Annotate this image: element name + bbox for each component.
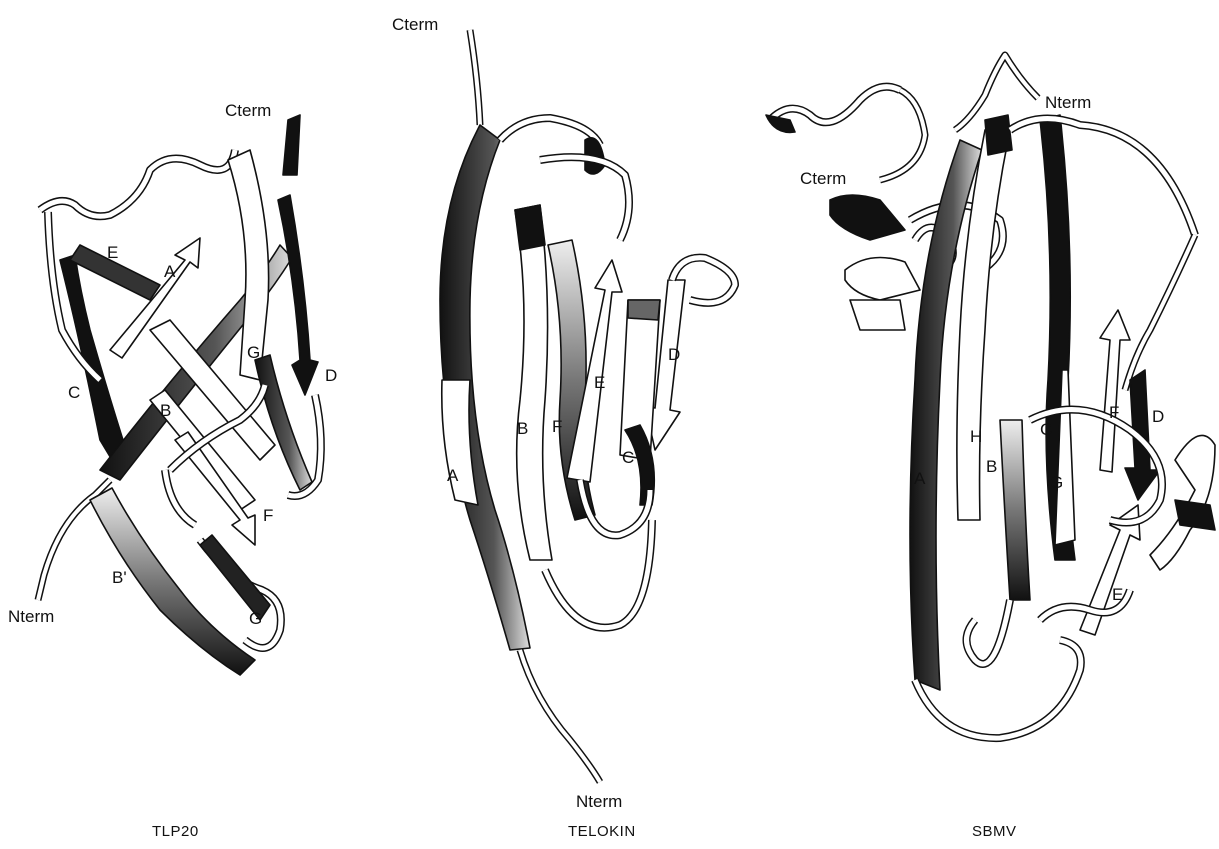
sbmv-strand-b [1000,420,1030,600]
sbmv-strand-e-label: E [1112,586,1123,603]
tlp20-cterm-label: Cterm [225,102,271,119]
tlp20-strand-c [60,255,130,470]
sbmv-strand-f-label: F [1109,404,1119,421]
tlp20-strand-b-label: B [160,402,171,419]
sbmv-strand-a-label: A [914,470,925,487]
sbmv-strand-d-label: D [1152,408,1164,425]
sbmv-strand-g-label: G [1050,474,1063,491]
telokin-strand-d-label: D [668,346,680,363]
telokin-title: TELOKIN [568,824,636,839]
sbmv-cterm-label: Cterm [800,170,846,187]
tlp20-strand-g-upper-label: G [247,344,260,361]
tlp20-title: TLP20 [152,824,199,839]
telokin-strand-b [515,205,552,560]
sbmv-strand-b-label: B [986,458,997,475]
tlp20-cterm-arrow [283,115,300,175]
tlp20-strand-e-label: E [107,244,118,261]
sbmv-strand-c-label: C [1040,421,1052,438]
sbmv-strand-h-label: H [970,428,982,445]
sbmv-structure [766,55,1215,738]
tlp20-nterm-label: Nterm [8,608,54,625]
tlp20-strand-d [278,195,318,395]
telokin-strand-a-label: A [447,467,458,484]
tlp20-strand-bprime-label: B' [112,569,127,586]
telokin-strand-f-label: F [552,418,562,435]
tlp20-strand-g-lower-label: G [249,610,262,627]
tlp20-strand-d-label: D [325,367,337,384]
tlp20-structure [38,115,321,675]
tlp20-strand-f-label: F [263,507,273,524]
tlp20-strand-a-label: A [164,263,175,280]
sbmv-nterm-label: Nterm [1045,94,1091,111]
tlp20-strand-c-label: C [68,384,80,401]
telokin-structure [440,30,735,782]
telokin-cterm-label: Cterm [392,16,438,33]
tlp20-top-loop [40,150,235,216]
sbmv-title: SBMV [972,824,1017,839]
telokin-strand-c-label: C [622,449,634,466]
sbmv-cterm-coil [880,90,925,180]
sbmv-strand-f [1100,310,1130,472]
telokin-nterm-label: Nterm [576,793,622,810]
telokin-strand-e-label: E [594,374,605,391]
telokin-strand-b-label: B [517,420,528,437]
